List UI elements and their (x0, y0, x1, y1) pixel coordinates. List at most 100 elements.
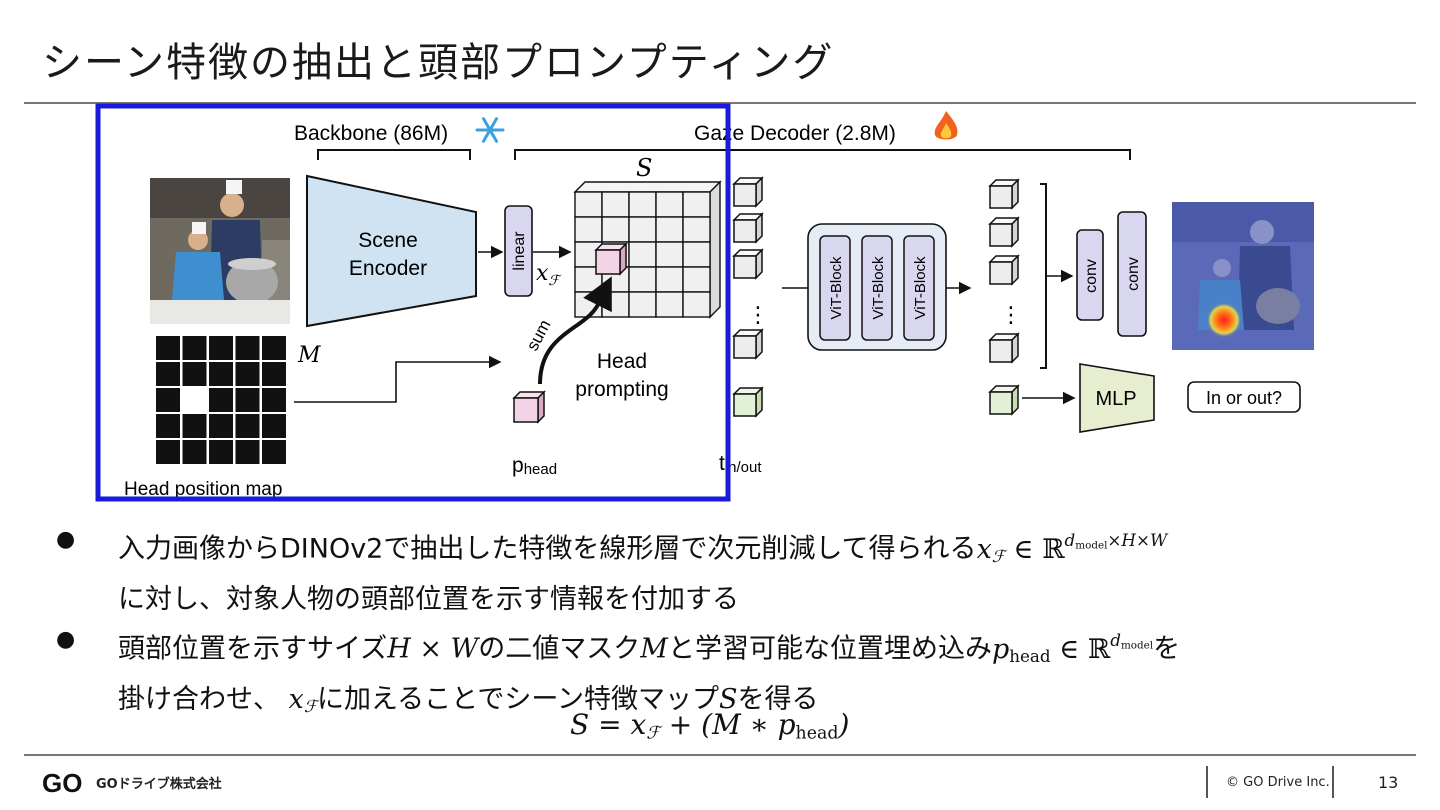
grid-cell (682, 191, 711, 218)
map-cell (182, 336, 207, 360)
vit-block (819, 235, 851, 341)
output-ellipsis: ⋮ (1000, 303, 1022, 328)
p-head-label: phead (512, 454, 557, 478)
map-cell (182, 388, 207, 412)
grid-cell (655, 291, 684, 318)
map-cell (209, 336, 233, 360)
flame-icon (934, 111, 958, 140)
map-cell (262, 388, 286, 412)
map-cell (262, 362, 286, 386)
scene-encoder-label-1: Scene (358, 229, 418, 252)
map-cell (209, 414, 233, 438)
conv-block-1 (1076, 229, 1104, 321)
output-token-cube (989, 333, 1019, 363)
grid-cell (682, 241, 711, 268)
map-cell (182, 414, 207, 438)
t-in-out-label: tin/out (719, 452, 762, 476)
output-token-column (989, 179, 1019, 363)
snowflake-icon (475, 117, 505, 143)
backbone-label: Backbone (86M) (294, 122, 448, 145)
gaze-heatmap-output (1172, 202, 1314, 350)
formula: S = xℱ + (M ∗ phead) (570, 708, 850, 744)
linear-label: linear (511, 231, 528, 271)
map-cell (209, 388, 233, 412)
grid-cell (628, 241, 657, 268)
bullet-1-x-f: xℱ ∈ ℝdmodel×H×W (976, 530, 1168, 566)
output-bracket (1040, 183, 1047, 369)
arrow-map-prompt (294, 355, 502, 403)
page-number: 13 (1378, 773, 1399, 792)
grid-cell (655, 216, 684, 243)
map-cell (156, 362, 180, 386)
grid-top-face (573, 181, 722, 193)
scene-encoder (306, 174, 477, 328)
map-cell (262, 336, 286, 360)
bullet-dot: ● (56, 527, 76, 552)
output-token-cube (989, 217, 1019, 247)
head-position-map (156, 336, 286, 464)
footer-divider (24, 754, 1416, 756)
vit-block (861, 235, 893, 341)
bullet-2-hw: H × W (387, 633, 479, 665)
decoder-label: Gaze Decoder (2.8M) (694, 122, 896, 145)
head-prompting-label-1: Head (597, 350, 647, 373)
vit-block (903, 235, 935, 341)
map-cell (262, 414, 286, 438)
token-cube (733, 249, 763, 279)
conv-label-2: conv (1125, 257, 1142, 291)
in-out-token (733, 387, 763, 417)
grid-cell (601, 216, 630, 243)
grid-cell (601, 191, 630, 218)
map-cell (235, 440, 260, 464)
bullet-2-text-a: 頭部位置を示すサイズ (118, 633, 388, 665)
grid-cell (574, 191, 603, 218)
token-ellipsis: ⋮ (747, 303, 769, 328)
grid-cell (682, 266, 711, 293)
linear-layer (504, 205, 533, 297)
architecture-diagram: Backbone (86M) Gaze Decoder (2.8M) M Hea… (95, 103, 1314, 502)
conv-block-2 (1117, 211, 1147, 337)
map-cell (235, 414, 260, 438)
map-cell (235, 362, 260, 386)
map-cell (209, 362, 233, 386)
highlight-box (95, 103, 731, 502)
output-token-cube (989, 255, 1019, 285)
company-logo: GO GOドライブ株式会社 (42, 768, 222, 796)
map-cell (235, 388, 260, 412)
bullet-2-text-c: と学習可能な位置埋め込み (667, 633, 992, 665)
grid-cell (682, 291, 711, 318)
grid-cell (628, 216, 657, 243)
grid-cell (682, 216, 711, 243)
go-logo-icon: GO (42, 768, 82, 796)
map-cell (209, 440, 233, 464)
grid-side-face (709, 180, 721, 319)
token-cube (733, 177, 763, 207)
grid-cell (628, 266, 657, 293)
head-position-map-label: Head position map (124, 479, 282, 500)
bullet-2-text-b: の二値マスク (478, 633, 641, 665)
title-divider (24, 102, 1416, 104)
bullet-2-m: M (640, 633, 668, 665)
bullet-2-text-f: に加えることでシーン特徴マップ (316, 683, 720, 715)
map-cell (156, 414, 180, 438)
grid-cell (628, 291, 657, 318)
company-name: GOドライブ株式会社 (96, 776, 222, 792)
bullet-2-s: S (719, 683, 738, 715)
map-cell (156, 440, 180, 464)
map-cell (182, 362, 207, 386)
bullet-2-x-f: xℱ (288, 683, 317, 717)
in-or-out-label: In or out? (1206, 388, 1282, 408)
grid-cell (655, 266, 684, 293)
mlp-label: MLP (1095, 388, 1136, 410)
mlp-block (1079, 363, 1155, 433)
map-cell (182, 440, 207, 464)
output-in-out-token (989, 385, 1019, 415)
grid-cell (655, 241, 684, 268)
bullet-2-p-head: phead ∈ ℝdmodel (991, 630, 1154, 666)
in-or-out-box (1187, 381, 1301, 413)
x-f-label: xℱ (536, 261, 562, 289)
p-head-token (513, 391, 545, 423)
map-cell (156, 388, 180, 412)
bullet-1-text-b: に対し、対象人物の頭部位置を示す情報を付加する (118, 583, 739, 615)
